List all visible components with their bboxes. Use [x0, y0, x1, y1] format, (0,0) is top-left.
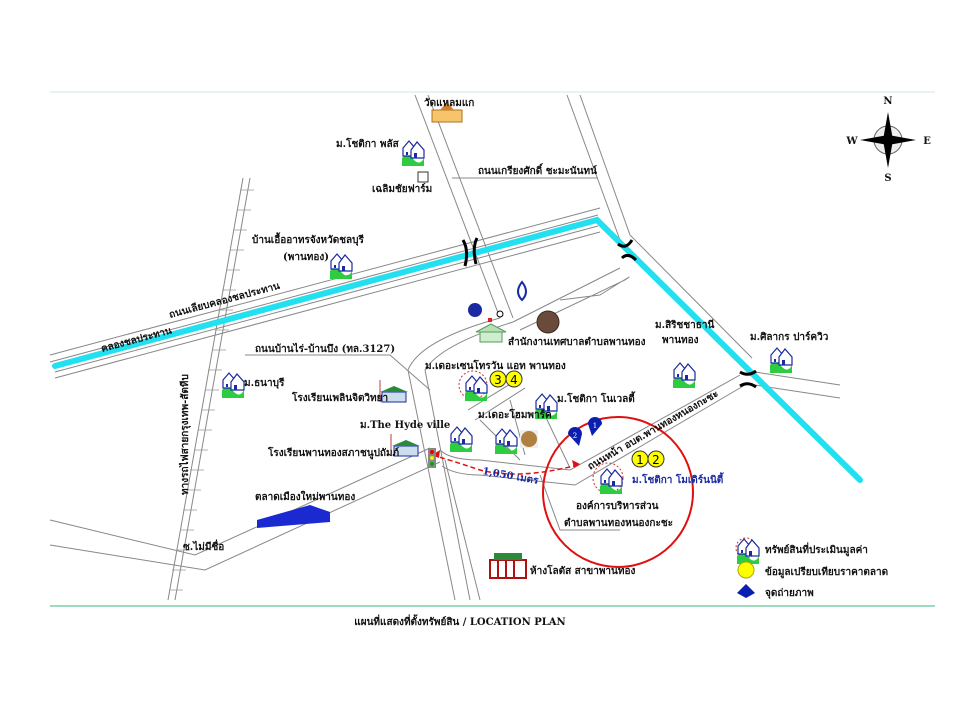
- legend-subject-icon: [736, 538, 760, 565]
- compass-icon: N S E W: [845, 96, 931, 184]
- label-chotika-plus: ม.โชติกา พลัส: [336, 137, 400, 150]
- canal-line: [52, 216, 863, 483]
- label-road-kriangsak: ถนนเกรียงศักดิ์ ชะมะนันทน์: [478, 163, 597, 177]
- label-distance: 1,050 เมตร: [481, 466, 539, 487]
- comparable-housing-icon: [464, 375, 488, 402]
- label-obt-2: ตำบลพานทองหนองกะชะ: [564, 517, 673, 529]
- traffic-light-icon: [428, 448, 436, 468]
- label-road-3127: ถนนบ้านไร่-บ้านบึง (ทล.3127): [255, 342, 395, 355]
- svg-text:3: 3: [494, 373, 502, 387]
- svg-text:N: N: [883, 96, 892, 107]
- housing-icon: [494, 428, 518, 455]
- subject-property-icon: [599, 468, 623, 495]
- legend-photo-icon: [737, 584, 755, 598]
- legend-comparable-icon: [737, 561, 755, 579]
- housing-icon: [329, 253, 353, 280]
- housing-icon: [221, 372, 245, 399]
- svg-text:W: W: [845, 136, 858, 147]
- comparable-marker-1[interactable]: 1: [631, 450, 649, 468]
- svg-text:E: E: [923, 136, 931, 147]
- label-soi: ซ.ไม่มีชื่อ: [183, 539, 224, 553]
- temple-icon: [431, 102, 463, 123]
- label-sirichatanee-2: พานทอง: [662, 335, 699, 346]
- label-railway: ทางรถไฟสายกรุงเทพ-สัตหีบ: [178, 374, 191, 495]
- map-title: แผนที่แสดงที่ตั้งทรัพย์สิน / LOCATION PL…: [354, 614, 565, 628]
- label-sirichatanee: ม.สิริชชาธานี: [655, 319, 714, 331]
- svg-text:S: S: [884, 173, 891, 184]
- seal-icon: [520, 430, 538, 448]
- lotus-store-icon: [489, 553, 527, 579]
- legend-comparable-label: ข้อมูลเปรียบเทียบราคาตลาด: [765, 566, 888, 579]
- label-homepark: ม.เดอะโฮมพาร์ค: [478, 408, 552, 421]
- svg-text:2: 2: [573, 432, 577, 440]
- svg-text:2: 2: [652, 453, 660, 467]
- label-lotus: ห้างโลตัส สาขาพานทอง: [530, 564, 635, 577]
- municipality-building-icon: [475, 318, 507, 343]
- railway: [167, 177, 254, 601]
- temple-sign-icon: [517, 280, 527, 302]
- farm-icon: [417, 171, 429, 183]
- label-baan-uea-2: (พานทอง): [283, 252, 329, 263]
- svg-text:1: 1: [593, 422, 597, 430]
- svg-text:4: 4: [510, 373, 518, 387]
- housing-icon: [672, 362, 696, 389]
- label-municipality: สำนักงานเทศบาลตำบลพานทอง: [508, 336, 646, 348]
- photo-point-marker-2[interactable]: 2: [568, 427, 582, 446]
- photo-point-marker-1[interactable]: 1: [588, 417, 602, 436]
- emblem-icon: [468, 303, 482, 317]
- label-hyde: ม.The Hyde ville: [360, 420, 450, 431]
- housing-icon: [449, 426, 473, 453]
- label-silakorn: ม.ศิลากร ปาร์ควิว: [750, 331, 829, 343]
- label-thanaburi: ม.ธนาบุรี: [244, 377, 285, 389]
- legend-subject-label: ทรัพย์สินที่ประเมินมูลค่า: [765, 542, 868, 557]
- legend-photo-label: จุดถ่ายภาพ: [765, 587, 814, 599]
- school-icon: [390, 434, 420, 457]
- svg-text:1: 1: [636, 453, 644, 467]
- housing-icon: [769, 347, 793, 374]
- bridge-icon: [461, 237, 757, 389]
- comparable-marker-3[interactable]: 3: [489, 370, 507, 388]
- label-farm: เฉลิมชัยฟาร์ม: [372, 183, 432, 195]
- comparable-marker-4[interactable]: 4: [505, 370, 523, 388]
- label-school-2: โรงเรียนพานทองสภาชนูปถัมภ์: [267, 446, 400, 460]
- school-icon: [379, 380, 408, 403]
- legend: ทรัพย์สินที่ประเมินมูลค่า ข้อมูลเปรียบเท…: [735, 537, 888, 599]
- label-baan-uea: บ้านเอื้ออาทรจังหวัดชลบุรี: [252, 232, 365, 246]
- label-chotika-modern: ม.โชติกา โมเดิร์นนิตี้: [632, 472, 724, 486]
- label-school-1: โรงเรียนเพลินจิตวิทยา: [291, 391, 388, 404]
- roads: [49, 94, 841, 601]
- label-wat: วัดแหลมแก: [424, 97, 474, 109]
- subject-area-circle: [542, 416, 694, 568]
- market-building-icon: [257, 505, 330, 528]
- housing-icon: [401, 140, 425, 167]
- label-centro: ม.เดอะเซนโทรวัน แอท พานทอง: [425, 359, 566, 372]
- comparable-marker-2[interactable]: 2: [647, 450, 665, 468]
- municipality-seal-icon: [536, 310, 560, 334]
- label-chotika-novelty: ม.โชติกา โนเวลตี้: [557, 391, 636, 405]
- label-market: ตลาดเมืองใหม่พานทอง: [255, 490, 355, 503]
- label-obt: องค์การบริหารส่วน: [576, 500, 659, 512]
